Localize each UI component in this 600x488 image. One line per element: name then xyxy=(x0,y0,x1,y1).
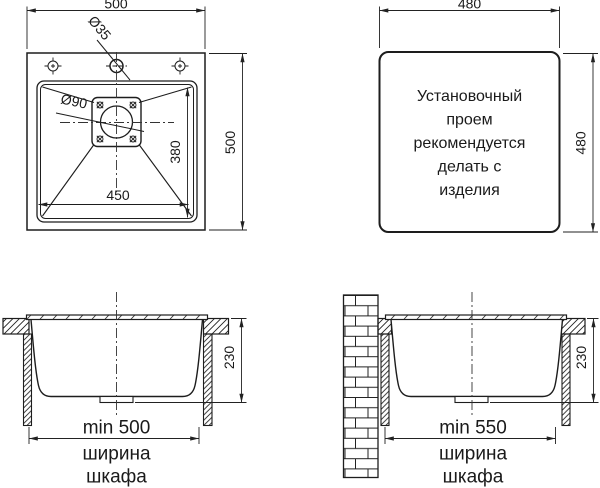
cutout-height-dim-label: 480 xyxy=(573,131,589,155)
bowl-inner-edge xyxy=(40,84,194,219)
note-line-1: Установочный xyxy=(417,88,522,105)
min-width-dimension xyxy=(28,427,200,444)
cutout-width-dimension xyxy=(379,6,560,48)
sink-rim xyxy=(384,314,568,321)
bowl-outer-edge xyxy=(36,80,198,223)
cabinet-section-left: 230 min 500 ширина шкафа xyxy=(2,292,247,488)
cutout-height-dimension xyxy=(563,53,598,233)
extension-lines xyxy=(379,6,560,48)
bowl-depth-dim-label: 380 xyxy=(167,140,183,164)
depth-dimension xyxy=(135,318,247,403)
cabinet-wall-right xyxy=(561,333,571,427)
min-width-dimension xyxy=(384,427,556,444)
note-line-4: делать с xyxy=(438,159,502,176)
cabinet-wall-left xyxy=(380,333,390,427)
cabinet-section-right: 230 min 550 ширина шкафа xyxy=(342,292,599,488)
countertop-left xyxy=(377,317,393,335)
sink-outer-contour xyxy=(26,52,206,231)
cutout-view: 480 480 Установочный проем рекомендуется… xyxy=(378,0,598,233)
right-caption-line2: шкафа xyxy=(443,467,504,488)
drain-stub xyxy=(454,395,489,404)
cabinet-wall-left xyxy=(22,333,33,427)
extension-lines xyxy=(28,427,200,444)
faucet-dim-leader xyxy=(96,39,131,81)
right-min-width-label: min 550 xyxy=(439,418,507,439)
brick-wall xyxy=(342,294,379,479)
extension-lines xyxy=(26,6,206,49)
sink-top-view: 500 500 Ø35 xyxy=(26,0,247,231)
right-depth-dim-label: 230 xyxy=(573,346,589,370)
drain-screw-marks xyxy=(96,101,137,143)
top-width-dim-label: 500 xyxy=(104,0,128,12)
left-caption-line2: шкафа xyxy=(86,467,147,488)
left-depth-dim-label: 230 xyxy=(221,346,237,370)
depth-dimension xyxy=(490,318,599,403)
right-height-dimension xyxy=(209,53,247,231)
countertop-right xyxy=(202,317,230,335)
note-line-3: рекомендуется xyxy=(414,135,526,152)
drain-dim-leader xyxy=(55,112,145,132)
mounting-hole-left xyxy=(44,57,62,75)
top-width-dimension xyxy=(26,6,206,49)
mounting-hole-right xyxy=(171,57,189,75)
note-line-2: проем xyxy=(446,112,492,129)
extension-lines xyxy=(135,318,247,403)
extension-lines xyxy=(384,427,556,444)
countertop-left xyxy=(2,317,30,335)
left-caption-line1: ширина xyxy=(82,444,151,465)
left-min-width-label: min 500 xyxy=(83,418,151,439)
cutout-square xyxy=(378,51,561,233)
cutout-width-dim-label: 480 xyxy=(458,0,482,12)
bowl-slope-lines xyxy=(42,86,192,217)
sink-bowl-section xyxy=(390,319,564,398)
sink-rim xyxy=(25,314,209,321)
right-caption-line1: ширина xyxy=(439,444,508,465)
bowl-width-dim-label: 450 xyxy=(106,187,130,203)
note-line-5: изделия xyxy=(439,182,500,199)
drain-dim-label: Ø90 xyxy=(59,91,88,112)
cutout-note: Установочный проем рекомендуется делать … xyxy=(414,88,526,199)
top-view-height-dim-label: 500 xyxy=(222,131,238,155)
cabinet-wall-right xyxy=(202,333,213,427)
